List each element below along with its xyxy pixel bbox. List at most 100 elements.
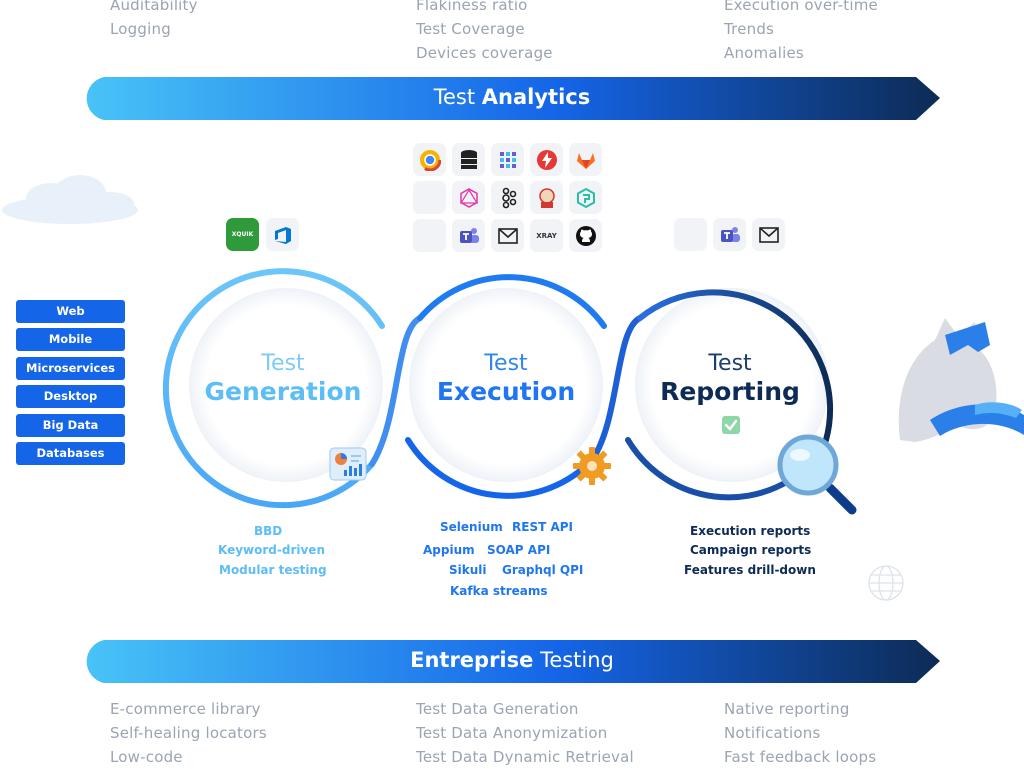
generation-disc	[189, 288, 383, 482]
graphql-icon	[459, 187, 478, 208]
channel-tag-big-data: Big Data	[16, 414, 125, 437]
generation-ring	[162, 268, 385, 509]
bottom-list-item: Test Data Anonymization	[416, 724, 608, 742]
bottom-list-item: Self-healing locators	[110, 724, 267, 742]
chart-card-icon	[329, 447, 367, 481]
teams-icon	[720, 226, 740, 242]
top-list-item: Logging	[110, 20, 171, 38]
magnifier-icon	[777, 434, 857, 515]
top-list-item: Anomalies	[724, 44, 804, 62]
bottom-list-item: Notifications	[724, 724, 821, 742]
execution-ring-bottom	[405, 437, 595, 499]
execution-ring	[417, 274, 607, 329]
bottom-list-col3: Native reporting Notifications Fast feed…	[724, 697, 876, 769]
analytics-banner-light: Test	[433, 85, 476, 109]
execution-title: Test Execution	[396, 351, 616, 407]
top-list-item: Test Coverage	[416, 20, 525, 38]
reporting-feature: Campaign reports	[690, 543, 812, 557]
top-list-item: Devices coverage	[416, 44, 553, 62]
analytics-banner-shape	[86, 77, 940, 120]
enterprise-banner-shape	[86, 640, 940, 683]
reporting-title-light: Test	[708, 351, 752, 376]
azure-devops-icon	[274, 226, 291, 244]
generation-feature: BBD	[254, 524, 283, 538]
github-icon	[575, 225, 596, 246]
channel-tag-web: Web	[16, 300, 125, 323]
generation-title: Test Generation	[173, 351, 393, 407]
tool-tile-jenkins	[530, 181, 563, 214]
tool-tile-kafka	[491, 181, 524, 214]
execution-feature: Selenium	[440, 520, 503, 534]
execution-feature: Kafka streams	[450, 584, 548, 598]
tool-tile-database	[452, 143, 485, 176]
globe-icon	[868, 565, 904, 601]
tool-tile-teams	[452, 219, 485, 252]
bottom-list-item: Fast feedback loops	[724, 748, 877, 766]
tool-tile-grid-app	[491, 143, 524, 176]
mascot-fox-icon	[898, 318, 1024, 442]
execution-disc	[409, 288, 603, 482]
top-list-item: Execution over-time	[724, 0, 878, 14]
tool-tile-graphql	[452, 181, 485, 214]
connector-gen-exec	[369, 315, 423, 467]
channel-tag-microservices: Microservices	[16, 357, 125, 380]
bottom-list-item: Native reporting	[724, 700, 850, 718]
execution-feature: Graphql QPI	[502, 563, 584, 577]
top-list-col3: Execution over-time Trends Anomalies	[724, 0, 878, 65]
tool-tile-hexagon	[569, 181, 602, 214]
mail-icon	[497, 227, 518, 244]
generation-feature: Keyword-driven	[218, 543, 325, 557]
enterprise-banner-light: Testing	[540, 648, 614, 672]
tool-tile-mail	[491, 219, 524, 252]
bottom-list-item: Low-code	[110, 748, 183, 766]
chrome-icon	[418, 148, 441, 171]
top-list-item: Auditability	[110, 0, 198, 14]
generation-title-bold: Generation	[204, 377, 362, 406]
bottom-list-item: Test Data Dynamic Retrieval	[416, 748, 634, 766]
analytics-banner: Test Analytics	[0, 85, 1024, 109]
top-list-item: Flakiness ratio	[416, 0, 528, 14]
reporting-disc	[635, 288, 829, 482]
reporting-title: Test Reporting	[620, 351, 840, 407]
enterprise-banner: Entreprise Testing	[0, 648, 1024, 672]
top-list-col2: Flakiness ratio Test Coverage Devices co…	[416, 0, 553, 65]
gear-icon	[573, 447, 611, 485]
hexagon-app-icon	[576, 187, 595, 208]
grid-app-icon	[499, 151, 516, 168]
teams-icon	[459, 227, 479, 243]
cloud-decoration	[2, 175, 138, 224]
bolt-icon	[536, 149, 557, 170]
xquik-logo-icon: XQUIK	[231, 231, 254, 238]
tool-tile-gitlab	[569, 143, 602, 176]
gitlab-icon	[576, 152, 595, 169]
bottom-list-item: E-commerce library	[110, 700, 261, 718]
tool-tile-bolt	[530, 143, 563, 176]
channel-tag-mobile: Mobile	[16, 328, 125, 351]
tool-tile-xray: XRAY	[530, 219, 563, 252]
reporting-feature: Features drill-down	[684, 563, 816, 577]
bottom-list-col1: E-commerce library Self-healing locators…	[110, 697, 267, 769]
execution-feature: Appium	[423, 543, 475, 557]
execution-title-bold: Execution	[436, 377, 576, 406]
tool-tile-empty	[674, 218, 707, 251]
tool-tile-mail	[752, 218, 785, 251]
bottom-list-col2: Test Data Generation Test Data Anonymiza…	[416, 697, 634, 769]
generation-title-light: Test	[261, 351, 305, 376]
channel-tag-desktop: Desktop	[16, 385, 125, 408]
bottom-list-item: Test Data Generation	[416, 700, 579, 718]
analytics-banner-bold: Analytics	[481, 85, 591, 109]
connector-exec-rep	[589, 315, 643, 463]
kafka-icon	[501, 187, 516, 208]
mail-icon	[758, 226, 779, 243]
xray-logo-icon: XRAY	[536, 231, 557, 240]
jenkins-icon	[538, 187, 555, 208]
reporting-feature: Execution reports	[690, 524, 811, 538]
tool-tile-azure-devops	[266, 218, 299, 251]
tool-tile-teams	[713, 218, 746, 251]
reporting-ring	[637, 289, 834, 443]
tool-tile-chrome	[413, 143, 446, 176]
enterprise-banner-bold: Entreprise	[410, 648, 534, 672]
database-icon	[460, 149, 477, 169]
execution-feature: REST API	[512, 520, 573, 534]
